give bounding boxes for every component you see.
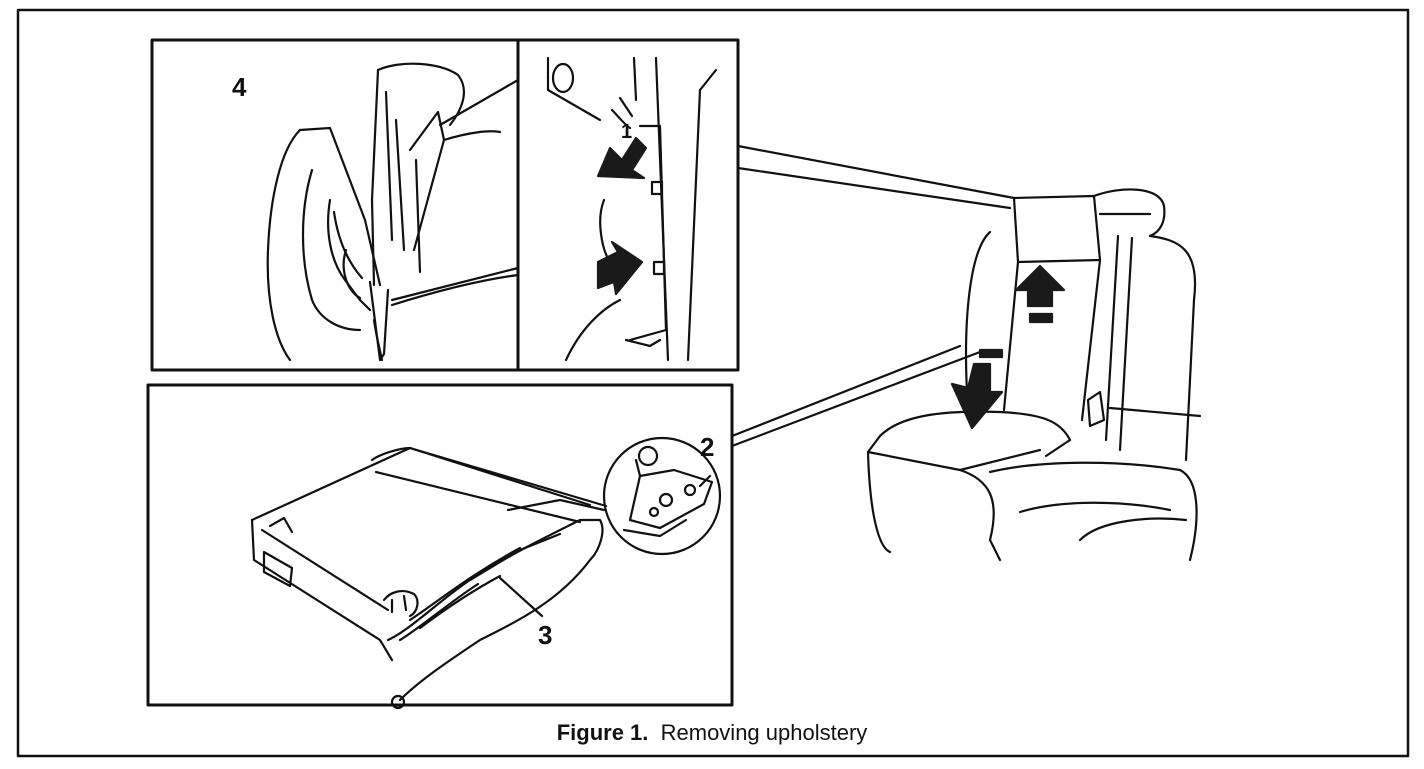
leader-line-callout-3 xyxy=(498,576,544,618)
hinge-detail-circle xyxy=(602,436,722,556)
up-arrow-detail xyxy=(596,136,648,296)
caption-number: Figure 1. xyxy=(556,720,649,745)
caption-text: Removing upholstery xyxy=(660,720,868,745)
leader-line-upper xyxy=(736,144,1016,200)
callout-1: 1 xyxy=(621,121,632,143)
leader-line-lower xyxy=(730,344,962,438)
callout-2: 2 xyxy=(700,432,714,462)
seat-arrows xyxy=(950,264,1066,430)
panel-bottom-left xyxy=(146,383,734,707)
callout-4: 4 xyxy=(232,72,247,102)
headrest-clip-illustration xyxy=(546,56,718,362)
seat-cushion-illustration xyxy=(250,446,608,710)
up-arrow-icon xyxy=(1014,264,1066,308)
outer-frame xyxy=(16,8,1410,758)
callout-3: 3 xyxy=(538,620,552,650)
seatback-side-illustration xyxy=(266,62,520,362)
leader-line-lower-2 xyxy=(730,350,982,448)
rear-seat-illustration xyxy=(866,188,1202,562)
panel-top-middle xyxy=(516,38,740,372)
figure-caption: Figure 1. Removing upholstery xyxy=(0,720,1424,746)
down-arrow-icon xyxy=(950,362,1004,430)
leader-line-upper-2 xyxy=(736,166,1012,210)
